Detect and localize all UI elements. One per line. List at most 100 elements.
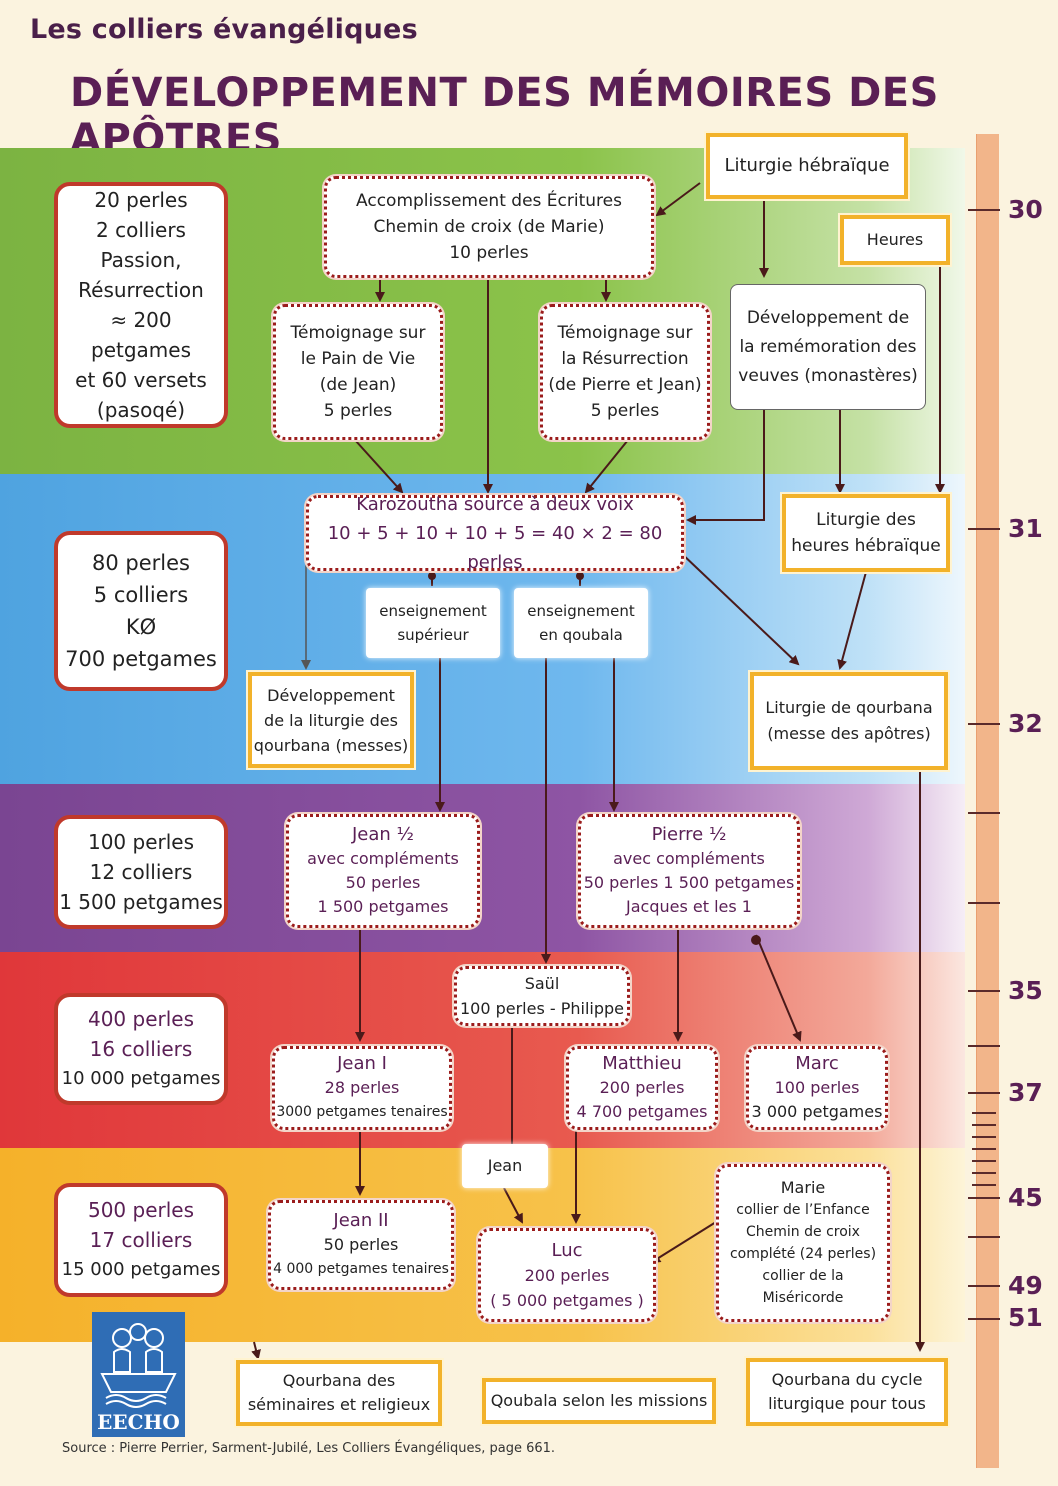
node-line: enseignement xyxy=(527,602,635,620)
node-line: veuves (monastères) xyxy=(738,365,918,386)
node-line: 200 perles xyxy=(599,1078,685,1097)
timeline-tick xyxy=(968,1092,1000,1094)
node-line: 3000 petgames tenaires xyxy=(276,1104,448,1120)
node-temoignage-resurrection: Témoignage sur la Résurrection (de Pierr… xyxy=(540,304,710,440)
node-jean-2: Jean II 50 perles 4 000 petgames tenaire… xyxy=(268,1200,454,1290)
node-line: 4 700 petgames xyxy=(576,1102,708,1121)
node-line: avec compléments xyxy=(613,849,765,868)
node-line: 10 + 5 + 10 + 10 + 5 = 40 × 2 = 80 perle… xyxy=(327,522,663,573)
node-line: (messe des apôtres) xyxy=(767,724,931,743)
node-marie: Marie collier de l’Enfance Chemin de cro… xyxy=(716,1164,890,1322)
timeline-tick xyxy=(968,1197,1000,1199)
year-label: 45 xyxy=(1008,1183,1043,1212)
node-line: Liturgie des xyxy=(816,510,916,530)
node-line: Qoubala selon les missions xyxy=(490,1391,708,1410)
node-jean-half: Jean ½ avec compléments 50 perles 1 500 … xyxy=(286,814,480,928)
summary-box-5: 500 perles 17 colliers 15 000 petgames xyxy=(54,1183,228,1297)
node-matthieu: Matthieu 200 perles 4 700 petgames xyxy=(566,1046,718,1130)
node-line: Luc xyxy=(551,1239,583,1261)
summary-line: 500 perles xyxy=(87,1198,195,1222)
timeline-tick xyxy=(972,1184,996,1186)
timeline-tick xyxy=(968,1045,1000,1047)
node-line: 5 perles xyxy=(323,401,393,421)
timeline-tick xyxy=(968,723,1000,725)
node-line: séminaires et religieux xyxy=(247,1395,431,1414)
node-developpement-veuves: Développement de la remémoration des veu… xyxy=(730,284,926,410)
node-line: Heures xyxy=(866,230,924,249)
node-line: 50 perles 1 500 petgames xyxy=(583,873,795,892)
timeline-tick xyxy=(972,1160,996,1162)
node-line: Développement de xyxy=(746,307,910,328)
summary-line: 80 perles xyxy=(92,551,190,575)
year-label: 49 xyxy=(1008,1271,1043,1300)
summary-box-2: 80 perles 5 colliers KØ 700 petgames xyxy=(54,531,228,691)
node-saul: Saül 100 perles - Philippe xyxy=(454,966,630,1026)
summary-line: 12 colliers xyxy=(89,860,193,884)
node-line: Marc xyxy=(795,1053,839,1074)
node-enseignement-superieur: enseignement supérieur xyxy=(366,588,500,658)
node-line: 100 perles - Philippe xyxy=(459,999,625,1018)
timeline-tick xyxy=(968,1236,1000,1238)
timeline-tick xyxy=(968,528,1000,530)
year-label: 35 xyxy=(1008,976,1043,1005)
year-label: 37 xyxy=(1008,1078,1043,1107)
summary-line: Passion, xyxy=(100,248,182,272)
summary-line: 17 colliers xyxy=(89,1228,193,1252)
timeline-tick xyxy=(968,990,1000,992)
node-line: qourbana (messes) xyxy=(253,735,409,755)
node-line: Matthieu xyxy=(602,1053,682,1074)
node-line: (de Pierre et Jean) xyxy=(548,375,702,395)
node-line: Chemin de croix (de Marie) xyxy=(373,217,605,237)
eecho-logo: EECHO xyxy=(92,1312,185,1437)
summary-line: ≈ 200 petgames xyxy=(91,308,191,362)
node-line: (de Jean) xyxy=(319,375,397,395)
node-line: Chemin de croix xyxy=(746,1224,860,1240)
node-line: enseignement xyxy=(379,602,487,620)
node-line: Jean ½ xyxy=(352,824,414,845)
node-line: 5 perles xyxy=(590,401,660,421)
timeline-tick xyxy=(968,812,1000,814)
summary-line: 15 000 petgames xyxy=(61,1259,221,1280)
node-line: le Pain de Vie xyxy=(300,349,416,369)
summary-line: et 60 versets xyxy=(75,368,207,392)
node-line: de la liturgie des xyxy=(264,710,398,730)
source-caption: Source : Pierre Perrier, Sarment-Jubilé,… xyxy=(62,1441,556,1456)
timeline-tick xyxy=(968,1285,1000,1287)
node-line: la Résurrection xyxy=(561,349,689,369)
summary-line: 10 000 petgames xyxy=(61,1068,221,1089)
node-qourbana-cycle: Qourbana du cycle liturgique pour tous xyxy=(746,1358,948,1426)
node-enseignement-qoubala: enseignement en qoubala xyxy=(514,588,648,658)
node-accomplissement: Accomplissement des Écritures Chemin de … xyxy=(324,176,654,278)
node-line: Accomplissement des Écritures xyxy=(356,191,622,211)
node-line: avec compléments xyxy=(307,849,459,868)
page-title: DÉVELOPPEMENT DES MÉMOIRES DES APÔTRES xyxy=(70,70,939,162)
node-liturgie-heures: Liturgie des heures hébraïque xyxy=(782,494,950,572)
summary-line: (pasoqé) xyxy=(96,398,186,422)
year-label: 32 xyxy=(1008,709,1043,738)
node-luc: Luc 200 perles ( 5 000 petgames ) xyxy=(478,1228,656,1322)
year-label: 31 xyxy=(1008,514,1043,543)
timeline-tick xyxy=(968,209,1000,211)
node-line: 10 perles xyxy=(449,243,529,263)
summary-line: 100 perles xyxy=(87,830,195,854)
node-line: 3 000 petgames xyxy=(751,1102,883,1121)
subtitle: Les colliers évangéliques xyxy=(30,14,418,45)
timeline-tick xyxy=(968,902,1000,904)
timeline-tick xyxy=(972,1112,996,1114)
logo-text: EECHO xyxy=(97,1410,180,1434)
node-line: Jacques et les 1 xyxy=(626,897,752,916)
node-line: 200 perles xyxy=(524,1265,610,1285)
timeline-tick xyxy=(972,1136,996,1138)
node-heures: Heures xyxy=(840,215,950,265)
summary-line: 20 perles xyxy=(94,188,188,212)
node-line: complété (24 perles) xyxy=(729,1246,877,1262)
node-liturgie-hebraique: Liturgie hébraïque xyxy=(706,133,908,199)
summary-line: 16 colliers xyxy=(89,1037,193,1061)
node-line: Liturgie de qourbana xyxy=(765,698,933,717)
node-line: Pierre ½ xyxy=(651,824,727,845)
node-marc: Marc 100 perles 3 000 petgames xyxy=(746,1046,888,1130)
node-qourbana-seminaires: Qourbana des séminaires et religieux xyxy=(236,1360,442,1426)
node-line: Jean xyxy=(487,1156,523,1175)
timeline-tick xyxy=(972,1124,996,1126)
node-line: Marie xyxy=(780,1178,826,1197)
